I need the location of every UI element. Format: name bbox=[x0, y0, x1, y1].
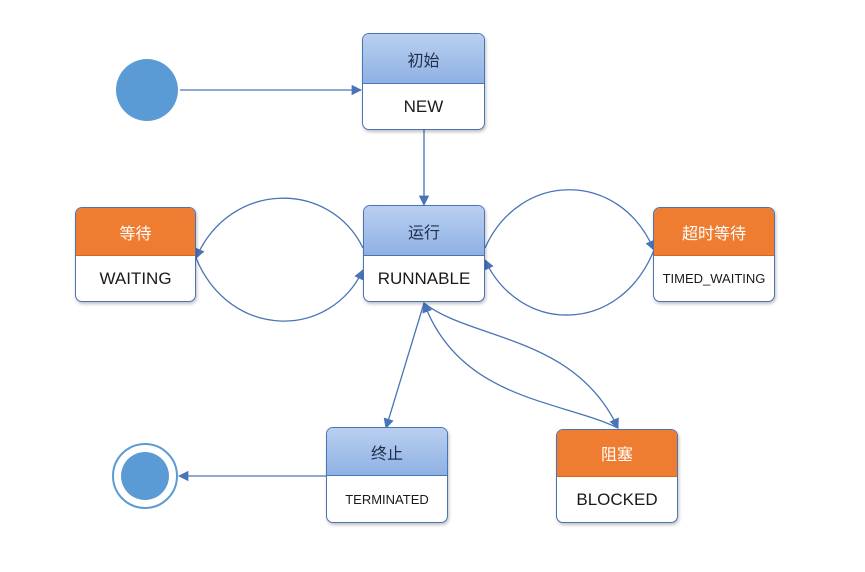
state-timed-waiting-en-label: TIMED_WAITING bbox=[662, 271, 766, 286]
state-timed-waiting-zh-label: 超时等待 bbox=[654, 208, 774, 256]
state-terminated: 终止 TERMINATED bbox=[326, 427, 448, 523]
state-runnable-zh-label: 运行 bbox=[364, 206, 484, 256]
edge-runnable-to-blocked bbox=[423, 302, 619, 429]
state-blocked-en-label: BLOCKED bbox=[576, 489, 658, 509]
state-waiting: 等待 WAITING bbox=[75, 207, 196, 302]
state-runnable: 运行 RUNNABLE bbox=[363, 205, 485, 302]
state-terminated-zh-label: 终止 bbox=[327, 428, 447, 476]
edge-runnable-to-timed-waiting bbox=[484, 189, 656, 251]
edge-waiting-to-runnable bbox=[195, 257, 364, 322]
edge-runnable-to-waiting bbox=[194, 197, 364, 259]
edge-blocked-to-runnable bbox=[422, 302, 619, 429]
state-timed-waiting: 超时等待 TIMED_WAITING bbox=[653, 207, 775, 302]
initial-node bbox=[116, 59, 178, 121]
state-waiting-en-label: WAITING bbox=[99, 268, 172, 288]
state-new: 初始 NEW bbox=[362, 33, 485, 130]
state-waiting-zh-label: 等待 bbox=[76, 208, 195, 256]
state-new-zh-label: 初始 bbox=[363, 34, 484, 84]
final-node bbox=[121, 452, 169, 500]
state-new-en-label: NEW bbox=[403, 96, 444, 116]
edge-runnable-to-terminated bbox=[383, 302, 425, 429]
edge-timed-waiting-to-runnable bbox=[484, 249, 655, 316]
state-terminated-en-label: TERMINATED bbox=[345, 491, 429, 507]
state-runnable-en-label: RUNNABLE bbox=[377, 268, 471, 288]
state-blocked-zh-label: 阻塞 bbox=[557, 430, 677, 477]
state-blocked: 阻塞 BLOCKED bbox=[556, 429, 678, 523]
